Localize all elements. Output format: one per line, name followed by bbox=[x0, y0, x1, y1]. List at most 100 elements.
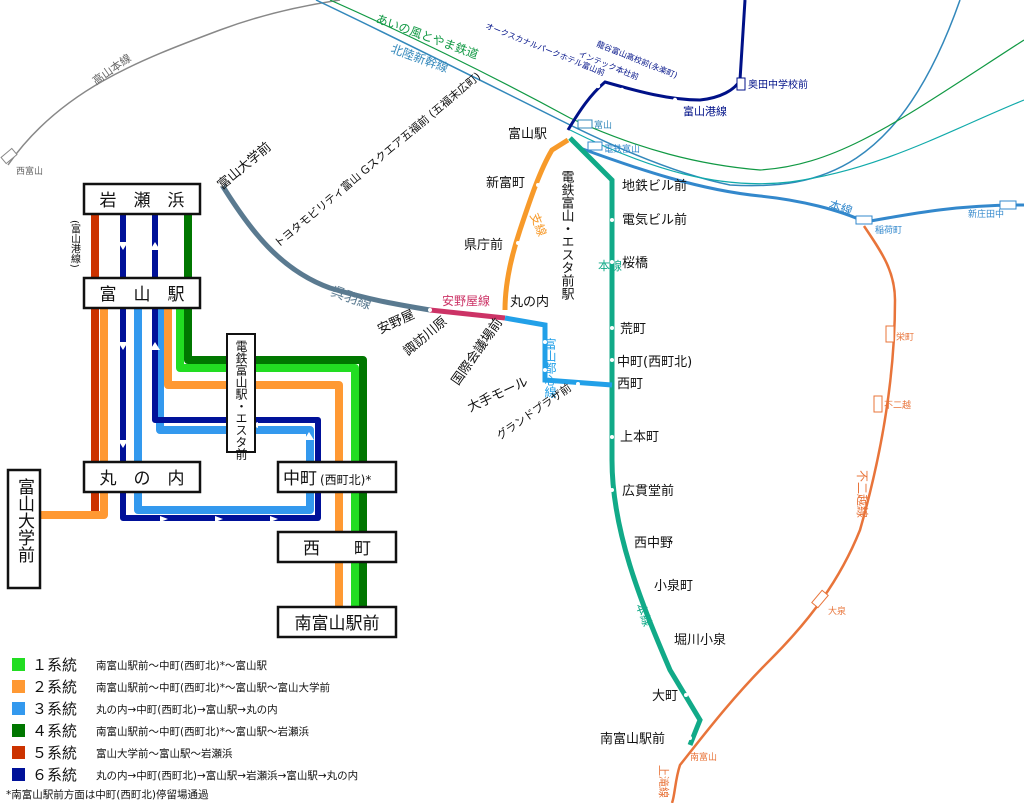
legend-name: ５系統 bbox=[32, 744, 77, 762]
honsen-label-1: 本線 bbox=[598, 258, 622, 273]
annoya-stn-label: 安野屋 bbox=[375, 308, 417, 338]
denki-biru-label: 電気ビル前 bbox=[622, 212, 687, 228]
legend-swatch bbox=[12, 702, 25, 715]
nishicho-box-label: 西 町 bbox=[303, 539, 371, 559]
dentetsu-box-label: 電鉄富山駅・エスタ前 bbox=[234, 340, 248, 460]
legend: １系統南富山駅前〜中町(西町北)*〜富山駅２系統南富山駅前〜中町(西町北)*〜富… bbox=[12, 656, 358, 784]
aramachi-label: 荒町 bbox=[620, 322, 646, 337]
nishi-toyama-station-icon bbox=[0, 147, 18, 165]
univ-box bbox=[6, 468, 42, 590]
dentetsu-small-label: 電鉄富山 bbox=[604, 143, 640, 155]
toyama-small-icon bbox=[577, 119, 593, 129]
okuda-label: 奥田中学校前 bbox=[748, 78, 808, 91]
iwasehama-box-label: 岩 瀬 浜 bbox=[100, 191, 185, 211]
fujikoshi-icon bbox=[873, 395, 883, 413]
legend-swatch bbox=[12, 680, 25, 693]
legend-swatch bbox=[12, 658, 25, 671]
toyamako-line-label: 富山港線 bbox=[683, 104, 727, 118]
oak-label: オークスカナルパークホテル富山前 bbox=[484, 21, 606, 78]
minami-box-label: 南富山駅前 bbox=[295, 614, 380, 634]
legend-swatch bbox=[12, 746, 25, 759]
omachi-label: 大町 bbox=[652, 689, 678, 704]
footnote: *南富山駅前方面は中町(西町北)停留場通過 bbox=[6, 788, 209, 801]
legend-name: ６系統 bbox=[32, 766, 77, 784]
legend-name: ４系統 bbox=[32, 722, 77, 740]
nakamachi-box-label: 中町 bbox=[283, 469, 317, 489]
hokuriku-shinkansen-line bbox=[315, 0, 961, 187]
shinjoden-label: 新庄田中 bbox=[968, 208, 1004, 220]
kureha-label: 呉羽線 bbox=[329, 284, 374, 313]
nishi-toyama-label: 西富山 bbox=[16, 165, 43, 177]
shisen-label: 支線 bbox=[527, 211, 550, 239]
univ-box-label: 富山大学前 bbox=[14, 478, 35, 564]
legend-name: ３系統 bbox=[32, 700, 77, 718]
takayama-east-line bbox=[569, 99, 1024, 185]
inarimachi-icon bbox=[855, 215, 873, 225]
dentetsu-v-label: 電鉄富山・エスタ前駅 bbox=[559, 170, 575, 301]
marunouchi-label: 丸の内 bbox=[510, 294, 549, 310]
chitetsu-biru-label: 地鉄ビル前 bbox=[622, 178, 687, 194]
dentetsu-box bbox=[226, 333, 256, 453]
marunouchi-box-label: 丸 の 内 bbox=[100, 469, 185, 489]
legend-name: １系統 bbox=[32, 656, 77, 674]
legend-desc: 丸の内→中町(西町北)→富山駅→丸の内 bbox=[96, 703, 278, 716]
toyama-eki-label: 富山駅 bbox=[508, 126, 547, 142]
chitetsu-main-line bbox=[579, 146, 1024, 224]
annoya-label: 安野屋線 bbox=[442, 293, 490, 308]
kohama-label: (富山港線) bbox=[69, 220, 81, 268]
legend-swatch bbox=[12, 768, 25, 781]
nishicho-label: 西町 bbox=[617, 377, 643, 392]
legend-desc: 富山大学前〜富山駅〜岩瀬浜 bbox=[96, 747, 233, 760]
minami-toyama-small-label: 南富山 bbox=[690, 751, 717, 763]
shisen-tram-line bbox=[502, 137, 570, 311]
shinjoden-icon bbox=[999, 200, 1017, 210]
minami-box bbox=[276, 605, 398, 639]
okuda-icon bbox=[736, 77, 746, 91]
legend-name: ２系統 bbox=[32, 678, 77, 696]
shintomicho-label: 新富町 bbox=[486, 175, 525, 191]
legend-swatch bbox=[12, 724, 25, 737]
kokusai-label: 国際会議場前 bbox=[448, 315, 506, 388]
nakamachi-box bbox=[276, 460, 398, 494]
takayama-line-label: 高山本線 bbox=[90, 51, 134, 88]
sakurabashi-label: 桜橋 bbox=[622, 256, 648, 271]
toyama-small-label: 富山 bbox=[594, 119, 612, 131]
horikawa-label: 堀川小泉 bbox=[674, 632, 726, 648]
fujikoshi-line bbox=[670, 225, 897, 803]
nakamachi-label: 中町(西町北) bbox=[617, 355, 692, 370]
minami-toyama-label: 南富山駅前 bbox=[600, 731, 665, 747]
kamidaki-label: 上滝線 bbox=[657, 765, 671, 798]
toyota-label: トヨタモビリティ富山 Gスクエア五福前 (五福末広町) bbox=[271, 69, 483, 250]
honsen-rail-label: 本線 bbox=[827, 197, 854, 219]
legend-desc: 南富山駅前〜中町(西町北)*〜富山駅 bbox=[96, 659, 267, 672]
annoya-tram-line bbox=[429, 307, 506, 321]
dentetsu-small-icon bbox=[587, 141, 603, 151]
legend-desc: 南富山駅前〜中町(西町北)*〜富山駅〜富山大学前 bbox=[96, 681, 330, 694]
nakamachi-box-sub: (西町北)* bbox=[320, 473, 371, 487]
toyama-box bbox=[82, 276, 202, 310]
takayama-line bbox=[7, 0, 341, 166]
sakaemachi-label: 栄町 bbox=[896, 331, 914, 343]
nishinakano-label: 西中野 bbox=[634, 536, 673, 551]
inarimachi-label: 稲荷町 bbox=[875, 224, 902, 236]
toshin-tram-line bbox=[504, 315, 613, 388]
nishicho-box bbox=[276, 530, 398, 564]
iwasehama-box bbox=[82, 182, 202, 216]
fujikoshi-stn-label: 不二越 bbox=[884, 399, 911, 411]
koizumi-label: 小泉町 bbox=[654, 578, 693, 594]
ooizumi-label: 大泉 bbox=[828, 605, 846, 617]
legend-desc: 南富山駅前〜中町(西町北)*〜富山駅〜岩瀬浜 bbox=[96, 725, 309, 738]
toyamako-tram-line bbox=[566, 0, 747, 131]
daimaru-label: 大手モール bbox=[465, 375, 530, 416]
legend-desc: 丸の内→中町(西町北)→富山駅→岩瀬浜→富山駅→丸の内 bbox=[96, 769, 358, 782]
sakaemachi-icon bbox=[885, 325, 895, 343]
honsen-label-2: 本線 bbox=[633, 601, 655, 629]
toshin-label: 富山都心線 bbox=[543, 337, 557, 398]
fujikoshi-line-label: 不二越線 bbox=[855, 470, 870, 518]
toyama-univ-label: 富山大学前 bbox=[214, 139, 274, 193]
ainokaze-line bbox=[329, 0, 1024, 171]
marunouchi-box bbox=[82, 460, 202, 494]
toyama-box-label: 富 山 駅 bbox=[100, 285, 185, 305]
hirokan-label: 広貫堂前 bbox=[622, 483, 674, 499]
